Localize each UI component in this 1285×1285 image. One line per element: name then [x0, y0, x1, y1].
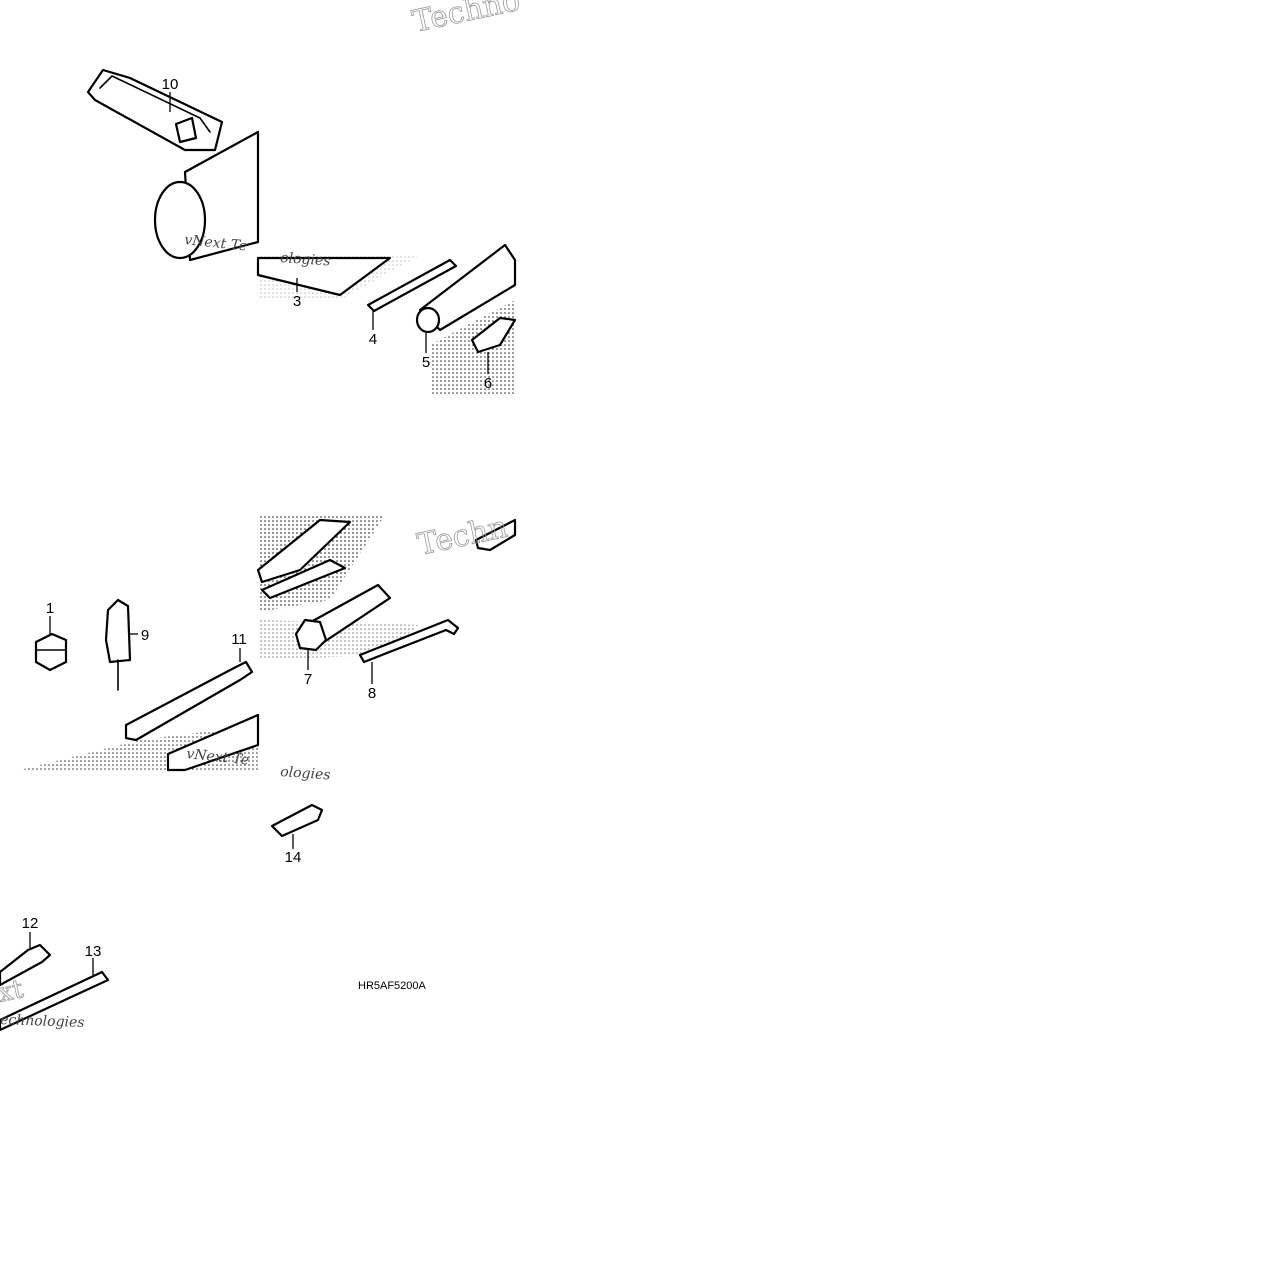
callout-8: 8	[368, 685, 376, 702]
watermark-text: vNext Te	[184, 232, 248, 254]
callout-1: 1	[46, 600, 54, 617]
callout-5: 5	[422, 354, 430, 371]
wrench-part-12	[0, 932, 52, 987]
clip-part-14	[270, 803, 324, 849]
watermark-text: Techn	[414, 510, 510, 563]
watermark-text: Techno	[409, 0, 523, 40]
upper-panel: Techno vNext Te ologies 10 3 4 5 6	[86, 0, 524, 395]
callout-6: 6	[484, 375, 492, 392]
diagram-code: HR5AF5200A	[358, 980, 427, 992]
socket-handle-part-5	[415, 243, 517, 353]
wrench-fragment-2	[166, 713, 260, 772]
callout-13: 13	[85, 943, 102, 960]
callout-9: 9	[141, 627, 149, 644]
callout-12: 12	[22, 915, 39, 932]
callout-11: 11	[231, 631, 247, 648]
watermark-text: ologies	[280, 250, 331, 269]
callout-4: 4	[369, 331, 377, 348]
watermark-text: xt	[0, 974, 27, 1009]
lower-panel: Techn vNext Te ologies xt echnologies 1 …	[0, 509, 517, 1032]
hex-key-part-8	[358, 618, 460, 684]
rod-part-13	[0, 958, 110, 1032]
pliers-part	[256, 518, 352, 600]
wrench-fragment	[474, 518, 517, 552]
screwdriver-part-4	[366, 258, 458, 330]
wrench-part-11	[124, 648, 254, 742]
watermark-text: echnologies	[0, 1012, 85, 1031]
tool-bag-cylinder	[153, 130, 260, 262]
callout-14: 14	[285, 849, 302, 866]
manual-part-3	[256, 256, 392, 297]
plug-socket-part-7	[294, 583, 392, 670]
screwdriver-part-9	[104, 598, 138, 691]
pliers-tip-part-6	[470, 316, 517, 374]
watermark-text: ologies	[280, 764, 331, 783]
watermark-text: vNext Te	[186, 746, 250, 768]
fuse-part-1	[34, 616, 68, 672]
callout-3: 3	[293, 293, 301, 310]
callout-10: 10	[162, 76, 179, 93]
strap-part-10	[86, 68, 224, 152]
callout-7: 7	[304, 671, 312, 688]
